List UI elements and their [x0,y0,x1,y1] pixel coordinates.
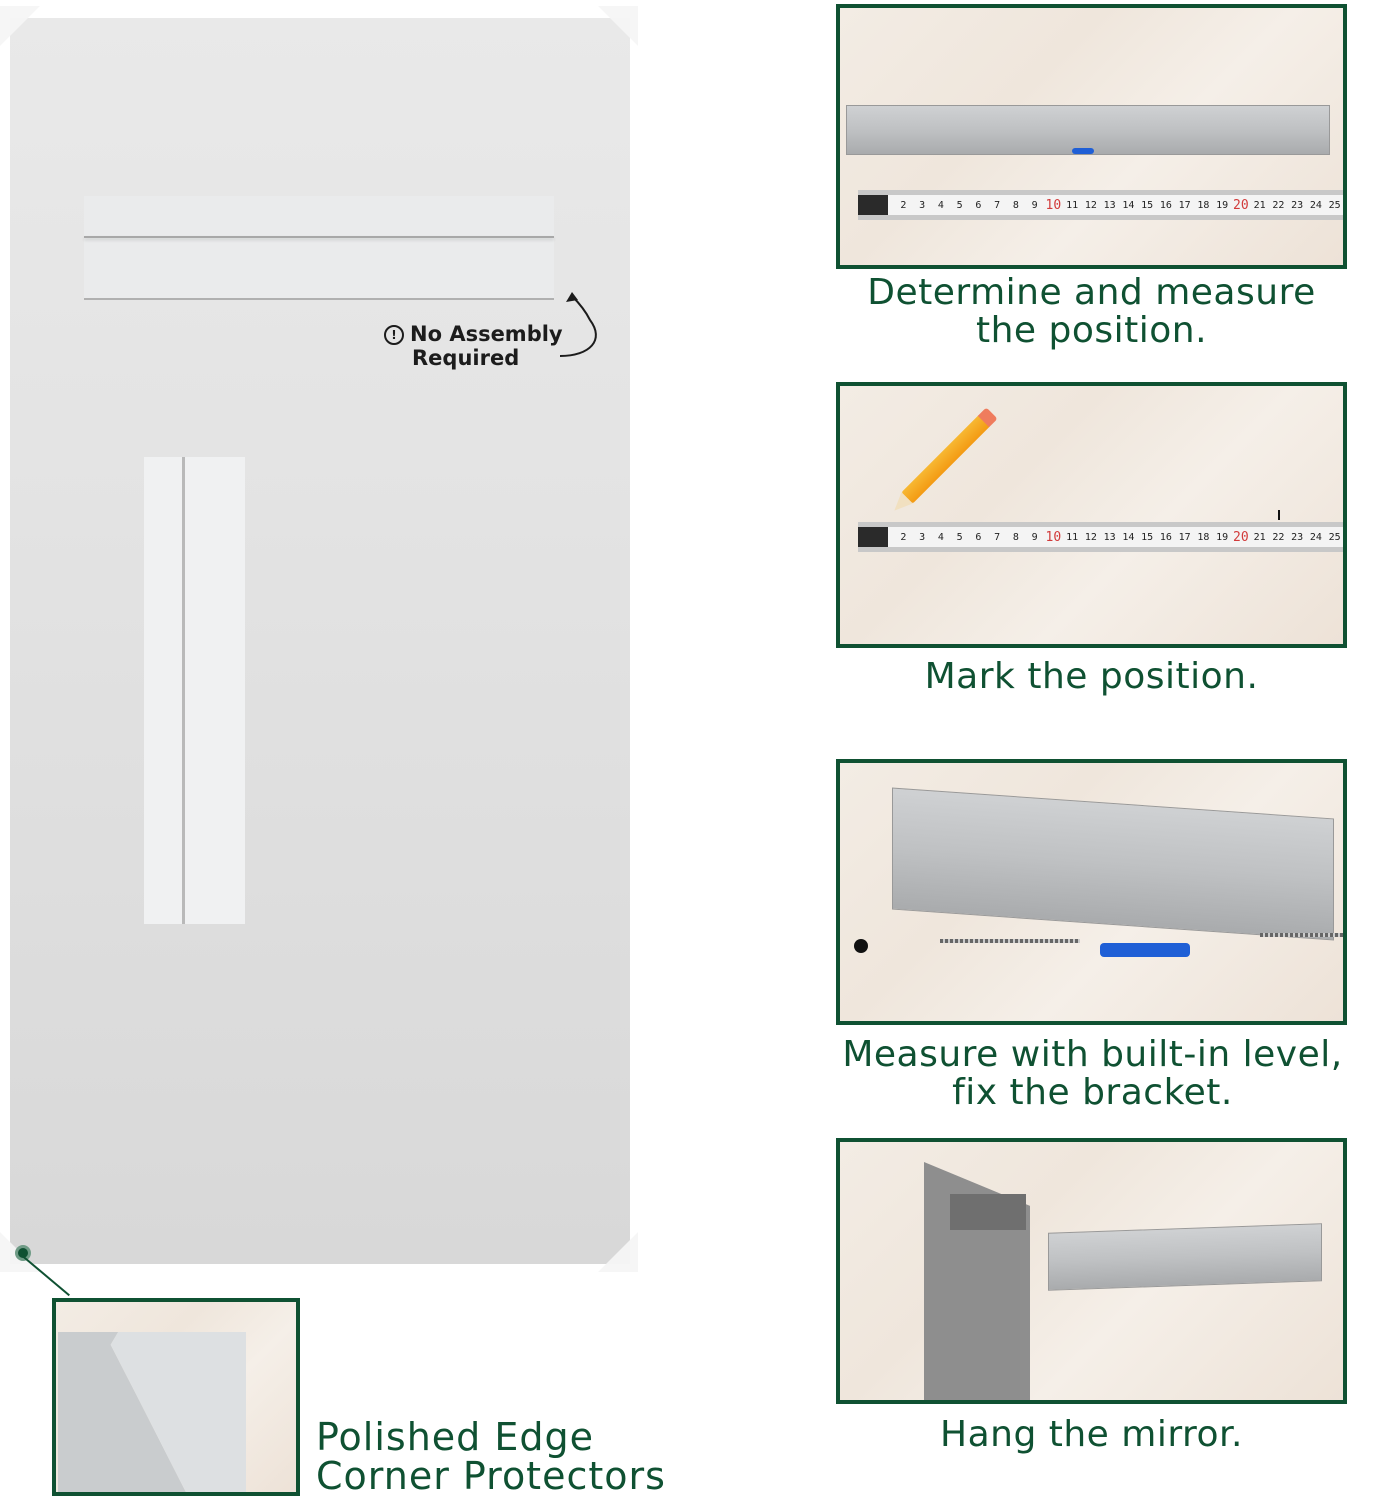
screw-left [940,939,1080,943]
vertical-bracket [144,457,245,924]
badge-line-2: Required [412,346,520,370]
pencil-mark [1278,510,1280,520]
curved-arrow-icon [559,292,597,357]
step-3-image [836,759,1347,1025]
wall-bracket [1048,1223,1322,1291]
step-4-image [836,1138,1347,1404]
wall-bracket-3d [892,787,1334,941]
mirror-bracket [950,1194,1026,1230]
corner-protector-label: Polished Edge Corner Protectors [316,1418,666,1496]
step-4-caption: Hang the mirror. [940,1414,1243,1455]
step-3-caption: Measure with built-in level,fix the brac… [842,1034,1343,1113]
badge-line-1: No Assembly [410,322,563,346]
tape-hook-icon [858,195,888,215]
level-indicator [1072,148,1094,154]
screw-right [1260,933,1343,937]
label-line-1: Polished Edge [316,1415,595,1459]
no-assembly-badge: ! No Assembly Required [384,322,563,370]
wall-hole [854,939,868,953]
step-2-caption: Mark the position. [924,656,1259,697]
built-in-level [1100,943,1190,957]
corner-detail-inset [52,1298,300,1496]
callout-dot [15,1245,31,1261]
tape-hook-icon [858,527,888,547]
exclamation-circle-icon: ! [384,325,404,345]
pencil-icon [901,414,991,504]
label-line-2: Corner Protectors [316,1454,666,1498]
wall-bracket [846,105,1330,155]
horizontal-bracket [84,196,554,300]
